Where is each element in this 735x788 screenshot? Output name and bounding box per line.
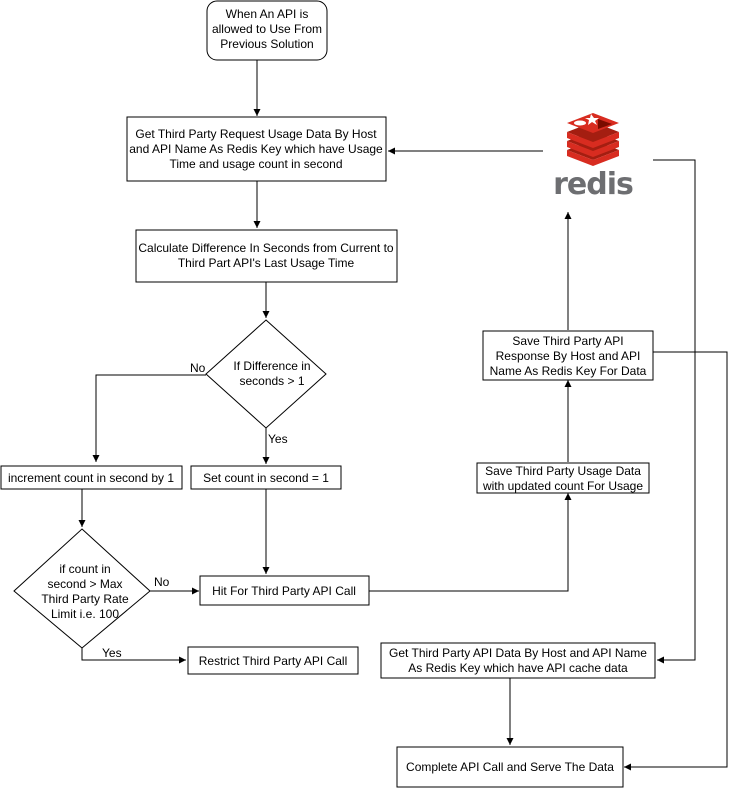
text-line: Get Third Party API Data By Host and API… (389, 646, 647, 660)
text-line: Hit For Third Party API Call (212, 584, 356, 598)
edge-decision-no (92, 374, 206, 462)
label-yes-limit: Yes (102, 646, 122, 660)
text-line: Set count in second = 1 (203, 471, 329, 485)
text-line: Name As Redis Key For Data (490, 364, 647, 378)
node-calculate-difference-text: Calculate Difference In Seconds from Cur… (138, 241, 394, 270)
node-get-usage-data: Get Third Party Request Usage Data By Ho… (126, 116, 387, 182)
node-increment-count-text: increment count in second by 1 (8, 471, 174, 485)
text-line: Third Party Rate (41, 592, 129, 606)
text-line: Third Part API's Last Usage Time (178, 256, 355, 270)
node-increment-count: increment count in second by 1 (0, 465, 183, 490)
node-get-usage-data-text: Get Third Party Request Usage Data By Ho… (129, 127, 383, 171)
text-line: with updated count For Usage (482, 479, 643, 493)
node-restrict-api: Restrict Third Party API Call (187, 646, 359, 675)
node-complete: Complete API Call and Serve The Data (396, 746, 624, 788)
node-complete-text: Complete API Call and Serve The Data (406, 760, 614, 774)
text-line: When An API is (226, 7, 309, 21)
node-set-count: Set count in second = 1 (190, 465, 342, 490)
text-line: Complete API Call and Serve The Data (406, 760, 614, 774)
edge-save-response-to-complete (624, 351, 728, 771)
node-set-count-text: Set count in second = 1 (203, 471, 329, 485)
text-line: As Redis Key which have API cache data (408, 661, 628, 675)
text-line: Get Third Party Request Usage Data By Ho… (135, 127, 377, 141)
label-no-difference: No (190, 361, 206, 375)
node-hit-api-text: Hit For Third Party API Call (212, 584, 356, 598)
text-line: Response By Host and API (496, 349, 641, 363)
text-line: and API Name As Redis Key which have Usa… (129, 142, 383, 156)
redis-wordmark: redis (553, 167, 633, 202)
label-no-limit: No (154, 575, 170, 589)
edges (78, 60, 728, 771)
text-line: Previous Solution (220, 37, 313, 51)
text-line: Calculate Difference In Seconds from Cur… (138, 241, 394, 255)
redis-cube-icon (567, 113, 619, 166)
text-line: Save Third Party Usage Data (485, 464, 641, 478)
edge-redis-to-get-cache (653, 159, 696, 664)
node-get-cache-data-text: Get Third Party API Data By Host and API… (389, 646, 647, 675)
redis-logo: redis (553, 113, 634, 202)
text-line: Time and usage count in second (170, 157, 343, 171)
edge-hit-to-save-usage (369, 493, 572, 592)
node-get-cache-data: Get Third Party API Data By Host and API… (380, 642, 656, 679)
text-line: increment count in second by 1 (8, 471, 174, 485)
text-line: If Difference in (233, 359, 310, 373)
label-yes-difference: Yes (268, 432, 288, 446)
node-restrict-api-text: Restrict Third Party API Call (199, 654, 348, 668)
text-line: second > Max (47, 577, 122, 591)
text-line: seconds > 1 (239, 374, 304, 388)
text-line: Limit i.e. 100 (51, 607, 119, 621)
text-line: Restrict Third Party API Call (199, 654, 348, 668)
edge-limit-yes (81, 648, 186, 664)
node-hit-api: Hit For Third Party API Call (199, 575, 370, 606)
text-line: if count in (59, 562, 110, 576)
text-line: allowed to Use From (212, 22, 322, 36)
node-calculate-difference: Calculate Difference In Seconds from Cur… (135, 229, 398, 283)
text-line: Save Third Party API (512, 334, 623, 348)
